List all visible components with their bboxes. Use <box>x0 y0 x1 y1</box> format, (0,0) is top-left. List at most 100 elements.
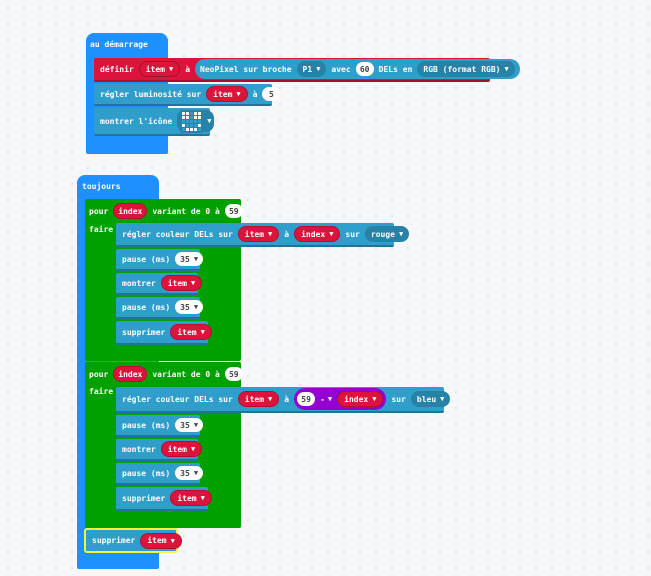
icon-dropdown[interactable]: ▼ <box>177 109 215 133</box>
clear-block-1[interactable]: supprimer item ▼ <box>116 321 212 345</box>
pause-block-2a[interactable]: pause (ms) 35 ▼ <box>116 415 204 437</box>
range-label: variant de 0 à <box>152 369 220 379</box>
for-label: pour <box>89 206 109 216</box>
set-var-label: item <box>145 64 165 74</box>
chevron-down-icon: ▼ <box>236 90 241 98</box>
brightness-label: régler luminosité sur <box>100 89 202 99</box>
set-var-dropdown[interactable]: item ▼ <box>138 61 181 77</box>
show-block-2[interactable]: montrer item ▼ <box>116 439 203 461</box>
with-label: avec <box>331 64 351 74</box>
subtract-left-input[interactable]: 59 <box>297 392 316 406</box>
mode-dropdown[interactable]: RGB (format RGB) ▼ <box>417 61 515 77</box>
pin-label: P1 <box>302 64 313 74</box>
index-var[interactable]: index ▼ <box>337 391 384 407</box>
clear-label: supprimer <box>92 536 136 545</box>
chevron-down-icon: ▼ <box>193 421 199 429</box>
set-neopixel-block[interactable]: définir item ▼ à NeoPixel sur broche P1 … <box>94 58 520 82</box>
brightness-var-dropdown[interactable]: item ▼ <box>206 86 248 102</box>
set-to-label: à <box>185 64 191 74</box>
for-var-1[interactable]: index <box>113 203 148 219</box>
pause-value-dropdown[interactable]: 35 ▼ <box>175 466 204 480</box>
show-label: montrer <box>122 278 156 288</box>
chevron-down-icon: ▼ <box>193 469 199 477</box>
clear-var[interactable]: item ▼ <box>140 532 182 549</box>
do-label: faire <box>89 387 114 396</box>
forever-label: toujours <box>82 182 121 191</box>
led-count-input[interactable]: 60 <box>355 62 374 76</box>
color-dropdown-1[interactable]: rouge ▼ <box>364 226 410 242</box>
show-icon-label: montrer l'icône <box>100 116 173 126</box>
index-var-label: index <box>301 229 326 239</box>
clear-var-label: item <box>177 493 197 503</box>
for-label: pour <box>89 369 109 379</box>
index-var[interactable]: index ▼ <box>294 226 341 242</box>
for-var-2[interactable]: index <box>113 366 148 382</box>
chevron-down-icon: ▼ <box>207 117 212 125</box>
clear-var[interactable]: item ▼ <box>170 324 212 340</box>
chevron-down-icon: ▼ <box>193 303 199 311</box>
for-max-input-2[interactable]: 59 <box>224 367 243 381</box>
do-label: faire <box>89 225 114 234</box>
chevron-down-icon: ▼ <box>170 536 175 545</box>
pause-value-dropdown[interactable]: 35 ▼ <box>175 418 204 432</box>
pin-dropdown[interactable]: P1 ▼ <box>296 61 327 77</box>
brightness-value-input[interactable]: 5 <box>262 87 281 101</box>
chevron-down-icon: ▼ <box>504 65 509 73</box>
chevron-down-icon: ▼ <box>398 230 404 238</box>
pause-label: pause (ms) <box>122 468 171 478</box>
color-label-2: bleu <box>416 394 437 404</box>
leds-in-label: DELs en <box>378 64 413 74</box>
neopixel-create-block[interactable]: NeoPixel sur broche P1 ▼ avec 60 DELs en… <box>195 59 520 79</box>
chevron-down-icon: ▼ <box>168 65 174 73</box>
for-loop-1-header: pour index variant de 0 à 59 <box>89 202 243 220</box>
set-pixel-color-block-2[interactable]: régler couleur DELs sur item ▼ à 59 - ▼ … <box>116 387 451 413</box>
for-max-input-1[interactable]: 59 <box>224 204 243 218</box>
on-label: sur <box>391 394 406 404</box>
chevron-down-icon: ▼ <box>190 279 196 287</box>
pause-value-dropdown[interactable]: 35 ▼ <box>175 252 204 266</box>
pause-block-1a[interactable]: pause (ms) 35 ▼ <box>116 249 204 271</box>
clear-block-final[interactable]: supprimer item ▼ <box>84 528 182 553</box>
pause-value-dropdown[interactable]: 35 ▼ <box>175 300 204 314</box>
set-color-var[interactable]: item ▼ <box>237 391 280 407</box>
pause-label: pause (ms) <box>122 254 171 264</box>
pause-label: pause (ms) <box>122 302 171 312</box>
brightness-var-label: item <box>213 89 233 99</box>
pause-value: 35 <box>180 420 190 430</box>
show-var[interactable]: item ▼ <box>160 275 203 291</box>
color-dropdown-2[interactable]: bleu ▼ <box>410 391 451 407</box>
grid-icon <box>180 109 204 133</box>
show-icon-block[interactable]: montrer l'icône ▼ <box>94 108 215 136</box>
to-label: à <box>284 394 290 404</box>
set-color-var[interactable]: item ▼ <box>237 226 280 242</box>
mode-label: RGB (format RGB) <box>423 64 501 74</box>
chevron-down-icon: ▼ <box>440 395 445 403</box>
clear-var[interactable]: item ▼ <box>170 490 212 506</box>
chevron-down-icon: ▼ <box>268 395 273 403</box>
operator-label: - <box>320 394 325 404</box>
set-color-var-label: item <box>244 229 265 239</box>
subtract-block[interactable]: 59 - ▼ index ▼ <box>294 388 387 410</box>
pause-block-1b[interactable]: pause (ms) 35 ▼ <box>116 297 204 319</box>
clear-var-label: item <box>177 327 197 337</box>
operator-dropdown[interactable]: - ▼ <box>320 395 332 404</box>
clear-var-label: item <box>147 536 167 545</box>
chevron-down-icon: ▼ <box>327 394 333 403</box>
show-label: montrer <box>122 444 156 454</box>
pause-block-2b[interactable]: pause (ms) 35 ▼ <box>116 463 204 485</box>
set-brightness-block[interactable]: régler luminosité sur item ▼ à 5 <box>94 84 281 106</box>
show-var[interactable]: item ▼ <box>160 441 203 457</box>
chevron-down-icon: ▼ <box>193 255 199 263</box>
chevron-down-icon: ▼ <box>329 230 334 238</box>
clear-block-2[interactable]: supprimer item ▼ <box>116 487 212 511</box>
chevron-down-icon: ▼ <box>372 395 377 403</box>
show-var-label: item <box>167 444 187 454</box>
show-block-1[interactable]: montrer item ▼ <box>116 273 203 295</box>
color-label-1: rouge <box>370 229 395 239</box>
chevron-down-icon: ▼ <box>316 65 321 73</box>
to-label: à <box>284 229 290 239</box>
index-var-label: index <box>344 394 369 404</box>
clear-label: supprimer <box>122 493 166 503</box>
brightness-to-label: à <box>252 89 258 99</box>
set-pixel-color-block-1[interactable]: régler couleur DELs sur item ▼ à index ▼… <box>116 223 410 247</box>
